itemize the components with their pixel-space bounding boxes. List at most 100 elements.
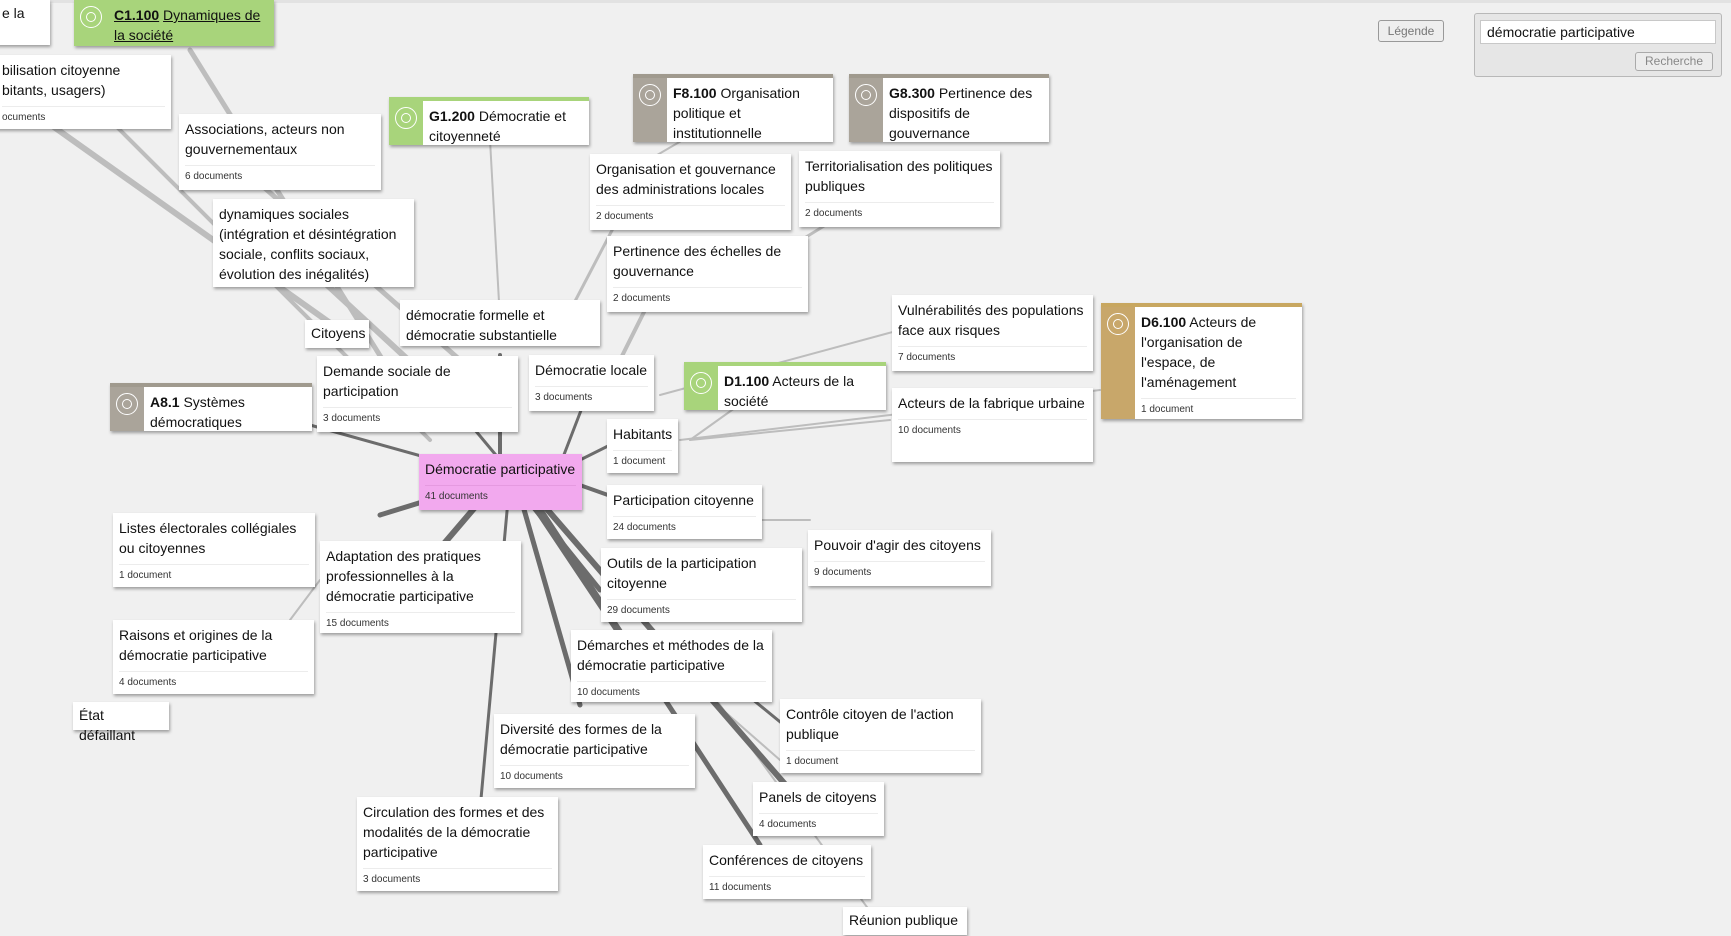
node-count: 6 documents — [185, 165, 375, 183]
node-controle-citoyen[interactable]: Contrôle citoyen de l'action publique 1 … — [780, 699, 981, 773]
node-acteurs-fabrique-urbaine[interactable]: Acteurs de la fabrique urbaine 10 docume… — [892, 388, 1093, 462]
node-demande-sociale[interactable]: Demande sociale de participation 3 docum… — [317, 356, 518, 432]
legend-button[interactable]: Légende — [1378, 20, 1444, 42]
edge — [489, 139, 501, 321]
node-count: 10 documents — [898, 419, 1087, 437]
category-count: 1 document — [1141, 398, 1296, 416]
category-title: Démocratie et citoyenneté — [429, 108, 566, 144]
node-label: Démocratie locale — [535, 362, 648, 378]
node-label: Citoyens — [311, 325, 366, 341]
node-diversite-formes[interactable]: Diversité des formes de la démocratie pa… — [494, 714, 695, 788]
node-outils-participation[interactable]: Outils de la participation citoyenne 29 … — [601, 548, 802, 622]
category-title: Acteurs de la société — [724, 373, 854, 409]
node-participation-citoyenne[interactable]: Participation citoyenne 24 documents — [607, 485, 762, 539]
node-count: 24 documents — [613, 516, 756, 534]
node-vulnerabilites[interactable]: Vulnérabilités des populations face aux … — [892, 295, 1093, 371]
node-adaptation-pratiques[interactable]: Adaptation des pratiques professionnelle… — [320, 541, 521, 633]
node-circulation-formes[interactable]: Circulation des formes et des modalités … — [357, 797, 558, 891]
node-label: Adaptation des pratiques professionnelle… — [326, 548, 481, 604]
node-count: 4 documents — [119, 671, 308, 689]
category-title: Systèmes démocratiques — [150, 394, 245, 430]
node-count: 1 document — [613, 450, 672, 468]
category-f8100[interactable]: F8.100 Organisation politique et institu… — [633, 74, 833, 142]
node-label: dynamiques sociales (intégration et dési… — [219, 206, 397, 282]
category-a81[interactable]: A8.1 Systèmes démocratiques — [110, 383, 312, 431]
node-etat-defaillant[interactable]: État défaillant — [73, 702, 169, 743]
node-count: 29 documents — [607, 599, 796, 617]
category-title: Dynamiques de la société — [114, 7, 261, 43]
institution-icon — [633, 78, 667, 142]
node-count: 2 documents — [613, 287, 802, 305]
node-label: Conférences de citoyens — [709, 852, 864, 868]
node-count: 10 documents — [577, 681, 766, 699]
node-label: Raisons et origines de la démocratie par… — [119, 627, 273, 663]
node-center-democratie-participative[interactable]: Démocratie participative 41 documents — [419, 454, 582, 510]
node-listes-electorales[interactable]: Listes électorales collégiales ou citoye… — [113, 513, 315, 587]
node-mobilisation-citoyenne[interactable]: bilisation citoyenne bitants, usagers) o… — [0, 55, 171, 129]
node-democratie-locale[interactable]: Démocratie locale 3 documents — [529, 355, 654, 411]
node-panels-citoyens[interactable]: Panels de citoyens 4 documents — [753, 782, 884, 836]
democracy-building-icon — [110, 387, 144, 431]
top-border — [0, 0, 1731, 3]
node-democratie-formelle[interactable]: démocratie formelle et démocratie substa… — [400, 300, 600, 346]
node-label: État défaillant — [79, 707, 136, 743]
category-title: Pertinence des dispositifs de gouvernanc… — [889, 85, 1033, 141]
node-label: Diversité des formes de la démocratie pa… — [500, 721, 662, 757]
node-citoyens[interactable]: Citoyens — [305, 320, 369, 348]
node-count: 41 documents — [425, 485, 576, 503]
node-count: ocuments — [2, 106, 165, 124]
category-code: D1.100 — [724, 373, 770, 389]
node-label: Listes électorales collégiales ou citoye… — [119, 520, 297, 556]
node-fragment-top-left[interactable]: e la — [0, 0, 50, 45]
node-label: Pertinence des échelles de gouvernance — [613, 243, 782, 279]
node-dynamiques-sociales[interactable]: dynamiques sociales (intégration et dési… — [213, 199, 414, 287]
node-count: 9 documents — [814, 561, 985, 579]
category-d1100[interactable]: D1.100 Acteurs de la société — [684, 362, 886, 410]
category-code: G8.300 — [889, 85, 935, 101]
category-d6100[interactable]: D6.100 Acteurs de l'organisation de l'es… — [1101, 303, 1302, 419]
search-panel: Recherche — [1474, 13, 1722, 77]
category-code: C1.100 — [114, 7, 160, 23]
society-icon — [74, 0, 108, 46]
node-label: démocratie formelle et démocratie substa… — [406, 307, 557, 343]
node-label: Acteurs de la fabrique urbaine — [898, 395, 1085, 411]
node-label: Panels de citoyens — [759, 789, 877, 805]
node-associations[interactable]: Associations, acteurs non gouvernementau… — [179, 114, 381, 190]
node-label: Réunion publique — [849, 912, 958, 928]
edge — [689, 419, 891, 441]
category-g8300[interactable]: G8.300 Pertinence des dispositifs de gou… — [849, 74, 1049, 142]
node-pouvoir-agir[interactable]: Pouvoir d'agir des citoyens 9 documents — [808, 530, 991, 586]
node-label: Contrôle citoyen de l'action publique — [786, 706, 954, 742]
node-label: Démarches et méthodes de la démocratie p… — [577, 637, 764, 673]
node-habitants[interactable]: Habitants 1 document — [607, 419, 678, 473]
node-count: 15 documents — [326, 612, 515, 630]
node-label: bilisation citoyenne bitants, usagers) — [2, 62, 121, 98]
search-input[interactable] — [1480, 20, 1716, 44]
node-label: Participation citoyenne — [613, 492, 754, 508]
node-label: Démocratie participative — [425, 461, 576, 477]
edge — [27, 107, 343, 333]
actors-icon — [684, 366, 718, 410]
node-reunion-publique[interactable]: Réunion publique — [843, 907, 967, 935]
node-raisons-origines[interactable]: Raisons et origines de la démocratie par… — [113, 620, 314, 694]
node-territorialisation[interactable]: Territorialisation des politiques publiq… — [799, 151, 1000, 227]
category-g1200[interactable]: G1.200 Démocratie et citoyenneté — [389, 97, 589, 145]
edge — [289, 579, 321, 621]
node-label: Circulation des formes et des modalités … — [363, 804, 545, 860]
node-count: 1 document — [119, 564, 309, 582]
category-c1100[interactable]: C1.100 Dynamiques de la société — [74, 0, 274, 46]
node-pertinence-echelles[interactable]: Pertinence des échelles de gouvernance 2… — [607, 236, 808, 312]
search-button[interactable]: Recherche — [1635, 52, 1713, 71]
category-code: F8.100 — [673, 85, 717, 101]
category-code: D6.100 — [1141, 314, 1187, 330]
node-count: 2 documents — [805, 202, 994, 220]
node-label: Associations, acteurs non gouvernementau… — [185, 121, 345, 157]
governance-icon — [849, 78, 883, 142]
node-label: Habitants — [613, 426, 673, 442]
node-demarches-methodes[interactable]: Démarches et méthodes de la démocratie p… — [571, 630, 772, 702]
node-count: 4 documents — [759, 813, 878, 831]
node-organisation-gouvernance[interactable]: Organisation et gouvernance des administ… — [590, 154, 791, 230]
category-code: A8.1 — [150, 394, 180, 410]
node-conferences-citoyens[interactable]: Conférences de citoyens 11 documents — [703, 845, 871, 899]
node-label: Territorialisation des politiques publiq… — [805, 158, 993, 194]
